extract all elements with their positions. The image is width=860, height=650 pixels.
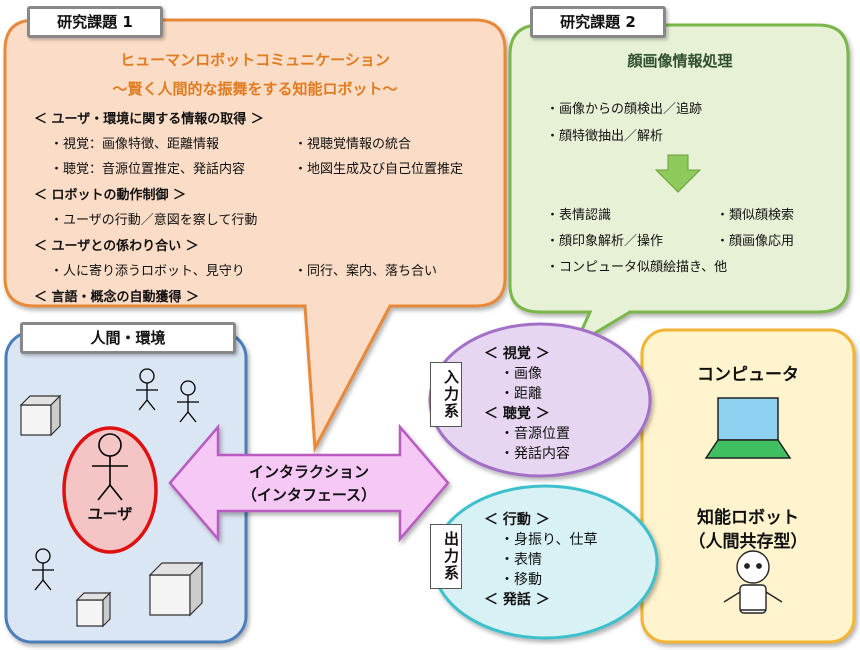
person-icon	[136, 368, 158, 411]
project2-title: 顔画像情報処理	[627, 52, 733, 70]
output-action-1: ・身振り、仕草	[500, 532, 598, 548]
laptop-icon	[704, 397, 792, 459]
person-icon	[177, 380, 199, 423]
project1-sec2-l1: ・ユーザの行動／意図を察して行動	[50, 213, 258, 228]
project2-tag-label: 研究課題 2	[560, 13, 636, 31]
user-figure-icon	[92, 433, 128, 501]
cube-icon	[148, 561, 204, 617]
project2-item2: ・顔特徴抽出／解析	[546, 129, 664, 144]
input-vision-2: ・距離	[500, 386, 542, 402]
input-hearing-2: ・発話内容	[500, 446, 570, 462]
input-vision-1: ・画像	[500, 366, 542, 382]
project1-sec3-l1: ・人に寄り添うロボット、見守り	[50, 264, 245, 279]
output-speech: ＜ 発話 ＞	[484, 592, 550, 608]
cube-icon	[19, 394, 62, 437]
output-tag-label: 出力系	[442, 531, 460, 582]
input-vision: ＜ 視覚 ＞	[484, 346, 550, 362]
project1-sec2: ＜ ロボットの動作制御 ＞	[34, 188, 187, 203]
project2-item7: ・コンピュータ似顔絵描き、他	[546, 260, 728, 275]
person-icon	[32, 548, 54, 591]
input-tag-label: 入力系	[442, 369, 460, 420]
project1-sec1: ＜ ユーザ・環境に関する情報の取得 ＞	[34, 112, 264, 127]
project1-bubble	[3, 18, 507, 454]
down-arrow-icon	[654, 154, 702, 193]
project1-sec1-r1: ・視聴覚情報の統合	[294, 137, 412, 152]
project1-sec1-l1: ・視覚：画像特徴、距離情報	[50, 137, 220, 152]
project1-tag-label: 研究課題 1	[57, 13, 133, 31]
project2-item1: ・画像からの顔検出／追跡	[546, 102, 703, 117]
input-tag: 入力系	[430, 362, 462, 427]
human-env-tag: 人間・環境	[20, 322, 236, 354]
project1-subtitle: ～賢く人間的な振舞をする知能ロボット～	[112, 80, 398, 98]
robot-icon	[723, 550, 783, 614]
output-action-2: ・表情	[500, 552, 542, 568]
output-action-3: ・移動	[500, 572, 542, 588]
project2-item3: ・表情認識	[546, 208, 612, 223]
robot-label-1: 知能ロボット	[697, 508, 799, 528]
computer-label: コンピュータ	[697, 365, 799, 385]
project1-title: ヒューマンロボットコミュニケーション	[120, 51, 390, 69]
project1-sec4: ＜ 言語・概念の自動獲得 ＞	[34, 290, 200, 305]
interaction-label-2: （インタフェース）	[241, 486, 377, 504]
computer-box	[640, 328, 856, 644]
output-action: ＜ 行動 ＞	[484, 512, 550, 528]
project2-item5: ・顔印象解析／操作	[546, 234, 664, 249]
project1-sec3: ＜ ユーザとの係わり合い ＞	[34, 239, 199, 254]
project2-item4: ・類似顔検索	[716, 208, 795, 223]
project2-tag: 研究課題 2	[530, 6, 666, 38]
human-env-tag-label: 人間・環境	[90, 329, 166, 347]
input-hearing-1: ・音源位置	[500, 426, 570, 442]
project1-tag: 研究課題 1	[27, 6, 163, 38]
user-ellipse	[62, 426, 158, 554]
project1-sec1-r2: ・地図生成及び自己位置推定	[294, 162, 464, 177]
output-tag: 出力系	[430, 524, 462, 589]
cube-icon	[75, 591, 112, 628]
interaction-arrow	[168, 423, 450, 543]
project1-sec1-l2: ・聴覚：音源位置推定、発話内容	[50, 162, 246, 177]
input-hearing: ＜ 聴覚 ＞	[484, 406, 550, 422]
project1-sec3-r1: ・同行、案内、落ち合い	[294, 264, 438, 279]
robot-label-2: （人間共存型）	[688, 532, 808, 552]
user-label: ユーザ	[87, 505, 133, 523]
project2-item6: ・顔画像応用	[716, 234, 795, 249]
interaction-label-1: インタラクション	[248, 463, 369, 481]
